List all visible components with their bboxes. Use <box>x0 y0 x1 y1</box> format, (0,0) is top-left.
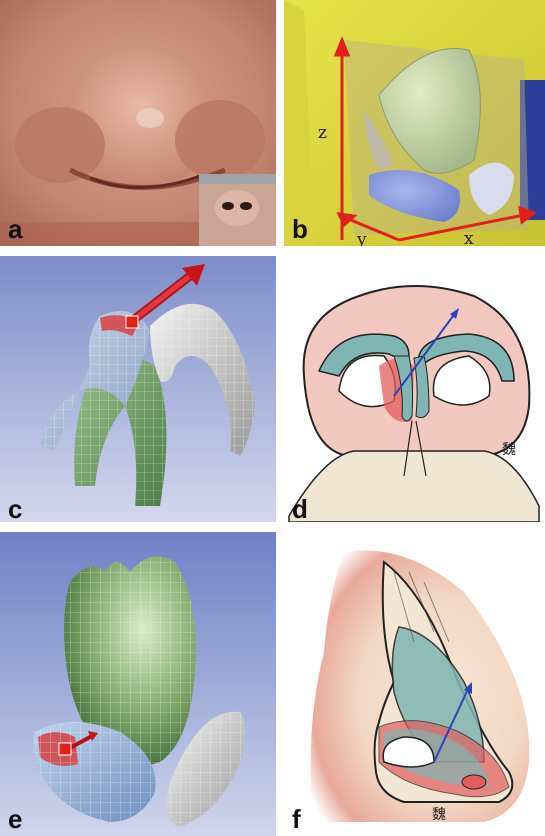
axis-label-x: x <box>464 229 474 246</box>
3d-cartilage-model: z y x <box>284 0 545 246</box>
artist-signature-f: 魏 <box>432 807 446 823</box>
lateral-view-drawing: 魏 <box>284 532 545 836</box>
artist-signature: 魏 <box>502 442 516 458</box>
nose-photo <box>0 0 276 246</box>
panel-f-illustration: 魏 f <box>284 532 545 836</box>
axis-label-y: y <box>356 230 367 246</box>
panel-label-a: a <box>8 216 22 242</box>
mesh-cartilage-arrow <box>0 256 276 522</box>
panel-label-c: c <box>8 496 22 522</box>
mesh-cartilage-side <box>0 532 276 836</box>
panel-e-mesh-model: e <box>0 532 276 836</box>
panel-label-f: f <box>292 806 301 832</box>
panel-label-d: d <box>292 496 308 522</box>
panel-label-b: b <box>292 216 308 242</box>
panel-label-e: e <box>8 806 22 832</box>
axis-label-z: z <box>318 123 327 143</box>
panel-c-mesh-model: c <box>0 256 276 522</box>
panel-b-3d-model: z y x b <box>284 0 545 246</box>
inset-photo <box>199 174 276 246</box>
basal-view-drawing: 魏 <box>284 256 545 522</box>
panel-d-illustration: 魏 d <box>284 256 545 522</box>
panel-a-photo: a <box>0 0 276 246</box>
